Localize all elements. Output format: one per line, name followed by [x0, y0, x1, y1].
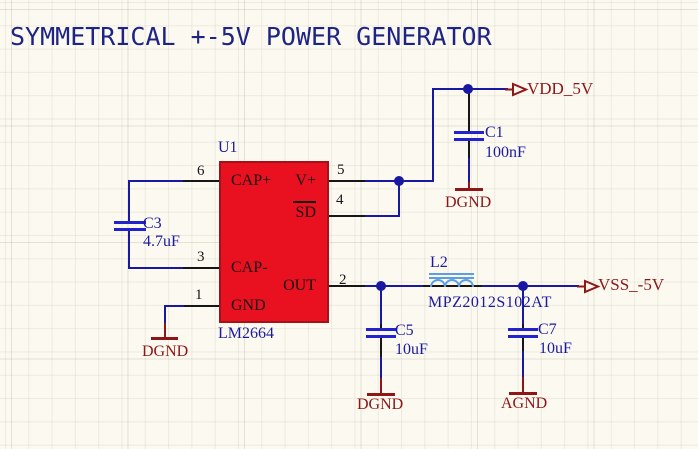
ground-label-dgnd-u1[interactable]: DGND [142, 343, 189, 360]
wire-segment[interactable] [522, 287, 524, 325]
junction-dot [518, 281, 528, 291]
pin-name-gnd: GND [231, 297, 266, 314]
ground-symbol-dgnd-c1[interactable] [468, 182, 470, 189]
power-label-vdd[interactable]: VDD_5V [527, 79, 594, 98]
wire-segment[interactable] [432, 88, 434, 182]
pin-3-stub[interactable] [183, 267, 219, 269]
pin-name-out: OUT [283, 277, 316, 294]
wire-segment[interactable] [380, 357, 382, 379]
capacitor-c7-lead[interactable] [522, 324, 524, 329]
capacitor-c5-value[interactable]: 10uF [395, 341, 428, 358]
pin-name-v-plus: V+ [295, 172, 316, 189]
pin-5-stub[interactable] [329, 180, 365, 182]
pin-number-5: 5 [337, 162, 345, 178]
capacitor-c1-lead[interactable] [468, 141, 470, 158]
pin-name-cap-plus: CAP+ [231, 172, 272, 189]
capacitor-c5-lead[interactable] [380, 324, 382, 329]
capacitor-c1-ref[interactable]: C1 [485, 124, 504, 141]
wire-segment[interactable] [364, 285, 424, 287]
capacitor-c7-symbol[interactable] [508, 335, 538, 338]
ground-label-agnd-c7[interactable]: AGND [501, 395, 548, 412]
capacitor-c5-symbol[interactable] [366, 335, 396, 338]
capacitor-c1-value[interactable]: 100nF [485, 144, 526, 161]
capacitor-c3-ref[interactable]: C3 [143, 215, 162, 232]
capacitor-c5-symbol[interactable] [366, 328, 396, 331]
schematic-title: SYMMETRICAL +-5V POWER GENERATOR [10, 22, 492, 51]
capacitor-c7-symbol[interactable] [508, 328, 538, 331]
pin-4-stub[interactable] [329, 215, 365, 217]
ic-u1-body[interactable] [219, 161, 329, 323]
ground-symbol-dgnd-c5[interactable] [380, 378, 382, 394]
pin-number-1: 1 [195, 287, 203, 303]
pin-name-cap-minus: CAP- [231, 259, 268, 276]
pin-number-4: 4 [336, 192, 344, 208]
wire-segment[interactable] [522, 351, 524, 378]
power-label-vss[interactable]: VSS_-5V [598, 275, 665, 294]
capacitor-c3-symbol[interactable] [114, 221, 146, 224]
ground-symbol-agnd-c7[interactable] [522, 377, 524, 393]
pin-number-2: 2 [339, 272, 347, 288]
wire-segment[interactable] [164, 306, 166, 324]
capacitor-c1-lead[interactable] [468, 92, 470, 132]
ground-symbol-dgnd-c5[interactable] [367, 393, 395, 396]
ground-label-dgnd-c5[interactable]: DGND [357, 396, 404, 413]
capacitor-c5-ref[interactable]: C5 [395, 322, 414, 339]
wire-segment[interactable] [480, 285, 579, 287]
capacitor-c7-value[interactable]: 10uF [539, 340, 572, 357]
capacitor-c1-symbol[interactable] [454, 131, 484, 134]
ic-u1-ref[interactable]: U1 [218, 139, 238, 156]
ground-symbol-dgnd-c1[interactable] [455, 188, 483, 191]
junction-dot [394, 176, 404, 186]
capacitor-c3-symbol[interactable] [114, 228, 146, 231]
pin-2-stub[interactable] [329, 285, 365, 287]
power-flag-vdd-icon[interactable] [505, 82, 529, 97]
wire-segment[interactable] [380, 287, 382, 325]
pin-number-6: 6 [197, 163, 205, 179]
inductor-l2-symbol[interactable] [428, 271, 476, 289]
wire-segment[interactable] [128, 230, 130, 269]
ground-label-dgnd-c1[interactable]: DGND [445, 194, 492, 211]
wire-segment[interactable] [164, 305, 185, 307]
capacitor-c5-lead[interactable] [380, 338, 382, 357]
ic-u1-value[interactable]: LM2664 [218, 325, 274, 342]
ground-symbol-dgnd-u1[interactable] [164, 323, 166, 338]
junction-dot [463, 84, 473, 94]
ground-symbol-agnd-c7[interactable] [509, 392, 537, 395]
capacitor-c1-symbol[interactable] [454, 138, 484, 141]
wire-segment[interactable] [398, 181, 400, 217]
power-flag-vss-icon[interactable] [577, 279, 601, 294]
wire-segment[interactable] [128, 267, 184, 269]
ground-symbol-dgnd-u1[interactable] [151, 337, 178, 340]
pin-1-stub[interactable] [184, 305, 219, 307]
junction-dot [376, 281, 386, 291]
capacitor-c7-lead[interactable] [522, 338, 524, 351]
wire-segment[interactable] [468, 158, 470, 183]
capacitor-c3-value[interactable]: 4.7uF [143, 233, 180, 250]
pin-name-sd: SD [293, 201, 316, 221]
pin-number-3: 3 [197, 249, 205, 265]
inductor-l2-value[interactable]: MPZ2012S102AT [428, 294, 552, 311]
inductor-l2-ref[interactable]: L2 [430, 254, 448, 271]
capacitor-c7-ref[interactable]: C7 [538, 321, 557, 338]
pin-6-stub[interactable] [183, 180, 219, 182]
wire-segment[interactable] [128, 180, 184, 182]
wire-segment[interactable] [364, 215, 400, 217]
inductor-l2-lead[interactable] [423, 285, 482, 287]
wire-segment[interactable] [128, 181, 130, 223]
